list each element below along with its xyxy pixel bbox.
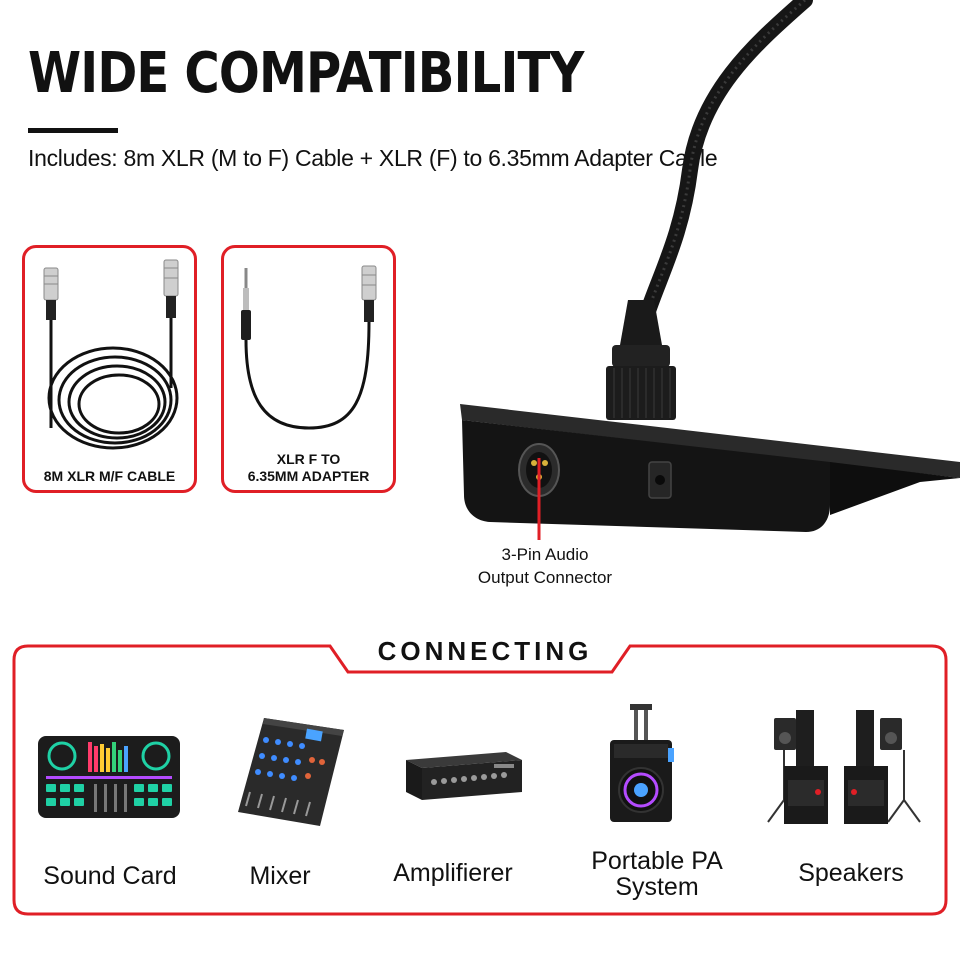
- adapter-card-label: XLR F TO 6.35MM ADAPTER: [224, 451, 393, 485]
- gooseneck-microphone-icon: [460, 0, 960, 540]
- portable-pa-icon: [610, 704, 674, 822]
- device-label-sound-card: Sound Card: [43, 862, 177, 890]
- callout-line2: Output Connector: [477, 568, 613, 587]
- connector-callout: 3-Pin Audio Output Connector: [440, 543, 650, 589]
- cable-card: 8M XLR M/F CABLE: [22, 245, 197, 493]
- xlr-cable-icon: [43, 259, 179, 450]
- page-title: WIDE COMPATIBILITY: [28, 41, 584, 106]
- adapter-card: XLR F TO 6.35MM ADAPTER: [221, 245, 396, 493]
- adapter-label-line1: XLR F TO: [276, 451, 341, 467]
- xlr-adapter-cable-icon: [241, 265, 377, 430]
- connecting-title: CONNECTING: [377, 636, 593, 666]
- amplifier-icon: [406, 752, 522, 800]
- title-underline: [28, 128, 118, 133]
- portable-pa-line1: Portable PA: [591, 847, 723, 875]
- mixer-icon: [238, 718, 344, 826]
- adapter-label-line2: 6.35MM ADAPTER: [247, 468, 370, 484]
- cable-card-label: 8M XLR M/F CABLE: [43, 468, 176, 484]
- device-label-mixer: Mixer: [249, 862, 311, 890]
- page-subtitle: Includes: 8m XLR (M to F) Cable + XLR (F…: [28, 145, 718, 171]
- device-label-amplifier: Amplifierer: [393, 859, 513, 887]
- portable-pa-line2: System: [615, 873, 699, 901]
- device-label-speakers: Speakers: [798, 859, 904, 887]
- sound-card-icon: [38, 736, 180, 818]
- callout-line1: 3-Pin Audio: [501, 545, 589, 564]
- speakers-icon: [767, 710, 921, 824]
- device-label-portable-pa: Portable PA System: [572, 848, 742, 900]
